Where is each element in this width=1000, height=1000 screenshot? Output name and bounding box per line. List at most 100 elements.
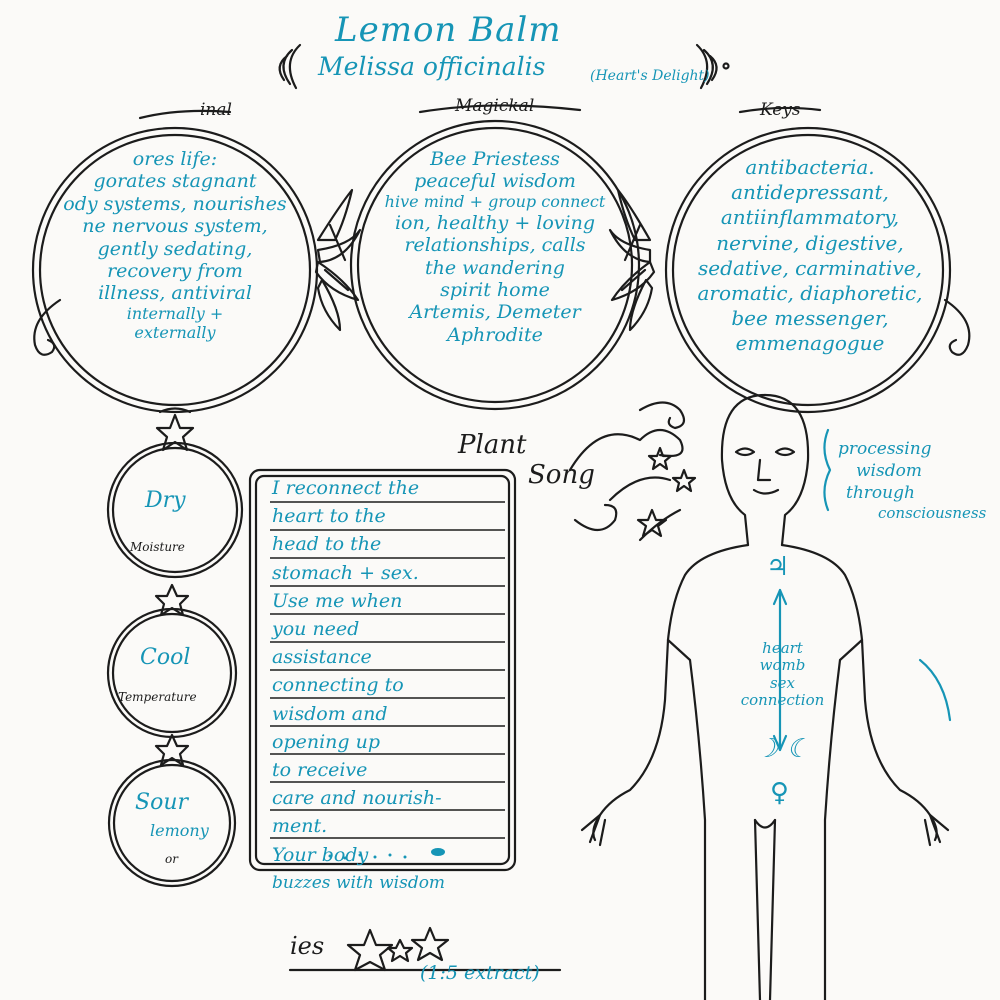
medicinal-line: externally — [134, 322, 216, 342]
processing-note: processing wisdom through consciousness — [838, 438, 986, 524]
song-line: Use me when — [272, 589, 403, 612]
keys-line: aromatic, diaphoretic, — [697, 280, 923, 305]
medicinal-line: illness, antiviral — [98, 282, 252, 305]
keys-line: antidepressant, — [731, 180, 889, 205]
magickal-line: Artemis, Demeter — [409, 301, 581, 324]
song-line: heart to the — [272, 505, 386, 528]
common-name: (Heart's Delight) — [590, 68, 710, 84]
keys-line: emmenagogue — [735, 331, 885, 356]
left-swirl — [33, 298, 62, 356]
cool-circle-inner — [111, 612, 233, 734]
jupiter-symbol: ♃ — [766, 552, 790, 582]
song-swirl-2 — [608, 476, 672, 502]
plant-song-heading-2: Song — [528, 460, 595, 490]
dry-circle — [106, 441, 244, 579]
magickal-line: peaceful wisdom — [414, 170, 576, 193]
magickal-circle — [349, 119, 641, 411]
medicinal-circle-inner — [38, 133, 312, 407]
song-swirl-1 — [568, 428, 684, 472]
song-line: you need — [272, 618, 360, 641]
title-dot — [722, 62, 730, 70]
right-title-bracket — [695, 43, 718, 90]
song-line: ment. — [272, 815, 328, 838]
magickal-circle-inner — [356, 126, 634, 404]
left-title-bracket — [278, 43, 302, 90]
processing-line: wisdom — [856, 461, 922, 482]
medicinal-heading: inal — [200, 100, 232, 120]
magickal-line: spirit home — [440, 278, 550, 301]
keys-circle-inner — [671, 133, 945, 407]
magickal-heading: Magickal — [455, 96, 535, 116]
song-swirl-4 — [573, 503, 618, 532]
footer-label: ies — [290, 932, 325, 960]
processing-line: processing — [838, 439, 932, 459]
keys-line: antibacteria. — [745, 155, 875, 179]
venus-symbol: ♀ — [770, 778, 790, 808]
keys-line: antiinflammatory, — [720, 205, 900, 230]
medicinal-line: ne nervous system, — [82, 215, 268, 238]
human-figure — [580, 393, 950, 1000]
medicinal-line: ores life: — [132, 148, 218, 170]
medicinal-text: ores life: gorates stagnant ody systems,… — [55, 148, 295, 343]
connection-line: connection — [740, 690, 825, 709]
magickal-line: the wandering — [425, 256, 565, 279]
sour-circle — [107, 758, 237, 888]
processing-line: consciousness — [878, 504, 987, 523]
keys-heading: Keys — [760, 100, 801, 120]
medicinal-line: internally + — [126, 303, 224, 323]
medicinal-line: gently sedating, — [97, 237, 253, 260]
song-line: wisdom and — [272, 702, 388, 725]
song-line: to receive — [272, 759, 368, 782]
dosage-text: (1:5 extract) — [420, 962, 540, 984]
plant-song-heading: Plant — [458, 430, 527, 460]
song-line: assistance — [272, 646, 372, 669]
plant-song-card — [248, 468, 517, 872]
keys-line: nervine, digestive, — [716, 230, 904, 255]
cool-circle — [106, 607, 238, 739]
magickal-line: hive mind + group connect — [384, 191, 606, 211]
sour-circle-inner — [112, 763, 232, 883]
plant-song-text: I reconnect the heart to the head to the… — [272, 474, 507, 897]
dry-circle-inner — [111, 446, 239, 574]
magickal-line: Bee Priestess — [430, 148, 560, 170]
lemony-value: lemony — [150, 821, 209, 840]
left-leaf-cluster — [314, 188, 362, 332]
dry-value: Dry — [145, 488, 186, 513]
moons-symbol: ☽ ☾ — [755, 734, 810, 764]
song-line: care and nourish- — [272, 787, 442, 810]
magickal-text: Bee Priestess peaceful wisdom hive mind … — [370, 148, 620, 346]
song-line: I reconnect the — [272, 477, 420, 499]
song-swirl-3 — [638, 401, 686, 430]
keys-line: sedative, carminative, — [698, 255, 922, 280]
latin-name: Melissa officinalis — [318, 52, 546, 81]
medicinal-line: gorates stagnant — [93, 170, 257, 193]
song-line: opening up — [272, 730, 380, 753]
right-swirl — [943, 298, 971, 356]
medicinal-line: ody systems, nourishes — [63, 192, 287, 215]
medicinal-line: recovery from — [107, 260, 243, 283]
magickal-line: relationships, calls — [404, 234, 586, 257]
connection-line: womb — [759, 656, 806, 675]
song-line: buzzes with wisdom — [272, 872, 446, 893]
connection-line: heart — [762, 639, 803, 657]
connection-note: heart womb sex connection — [735, 639, 830, 709]
sour-value: Sour — [135, 790, 189, 815]
moisture-label: Moisture — [130, 540, 185, 554]
temperature-label: Temperature — [118, 690, 197, 704]
page-title: Lemon Balm — [335, 10, 562, 50]
processing-line: through — [846, 483, 915, 504]
keys-circle — [664, 126, 952, 414]
taste-label: or — [165, 852, 178, 866]
song-line: stomach + sex. — [272, 561, 419, 584]
right-leaf-cluster — [608, 188, 656, 332]
connection-line: sex — [769, 673, 796, 692]
keys-text: antibacteria. antidepressant, antiinflam… — [690, 155, 930, 357]
song-line: connecting to — [272, 674, 404, 697]
song-line: head to the — [272, 533, 382, 556]
cool-value: Cool — [140, 645, 191, 670]
song-line: Your body — [272, 843, 369, 866]
magickal-line: Aphrodite — [447, 323, 543, 346]
magickal-line: ion, healthy + loving — [394, 211, 596, 234]
